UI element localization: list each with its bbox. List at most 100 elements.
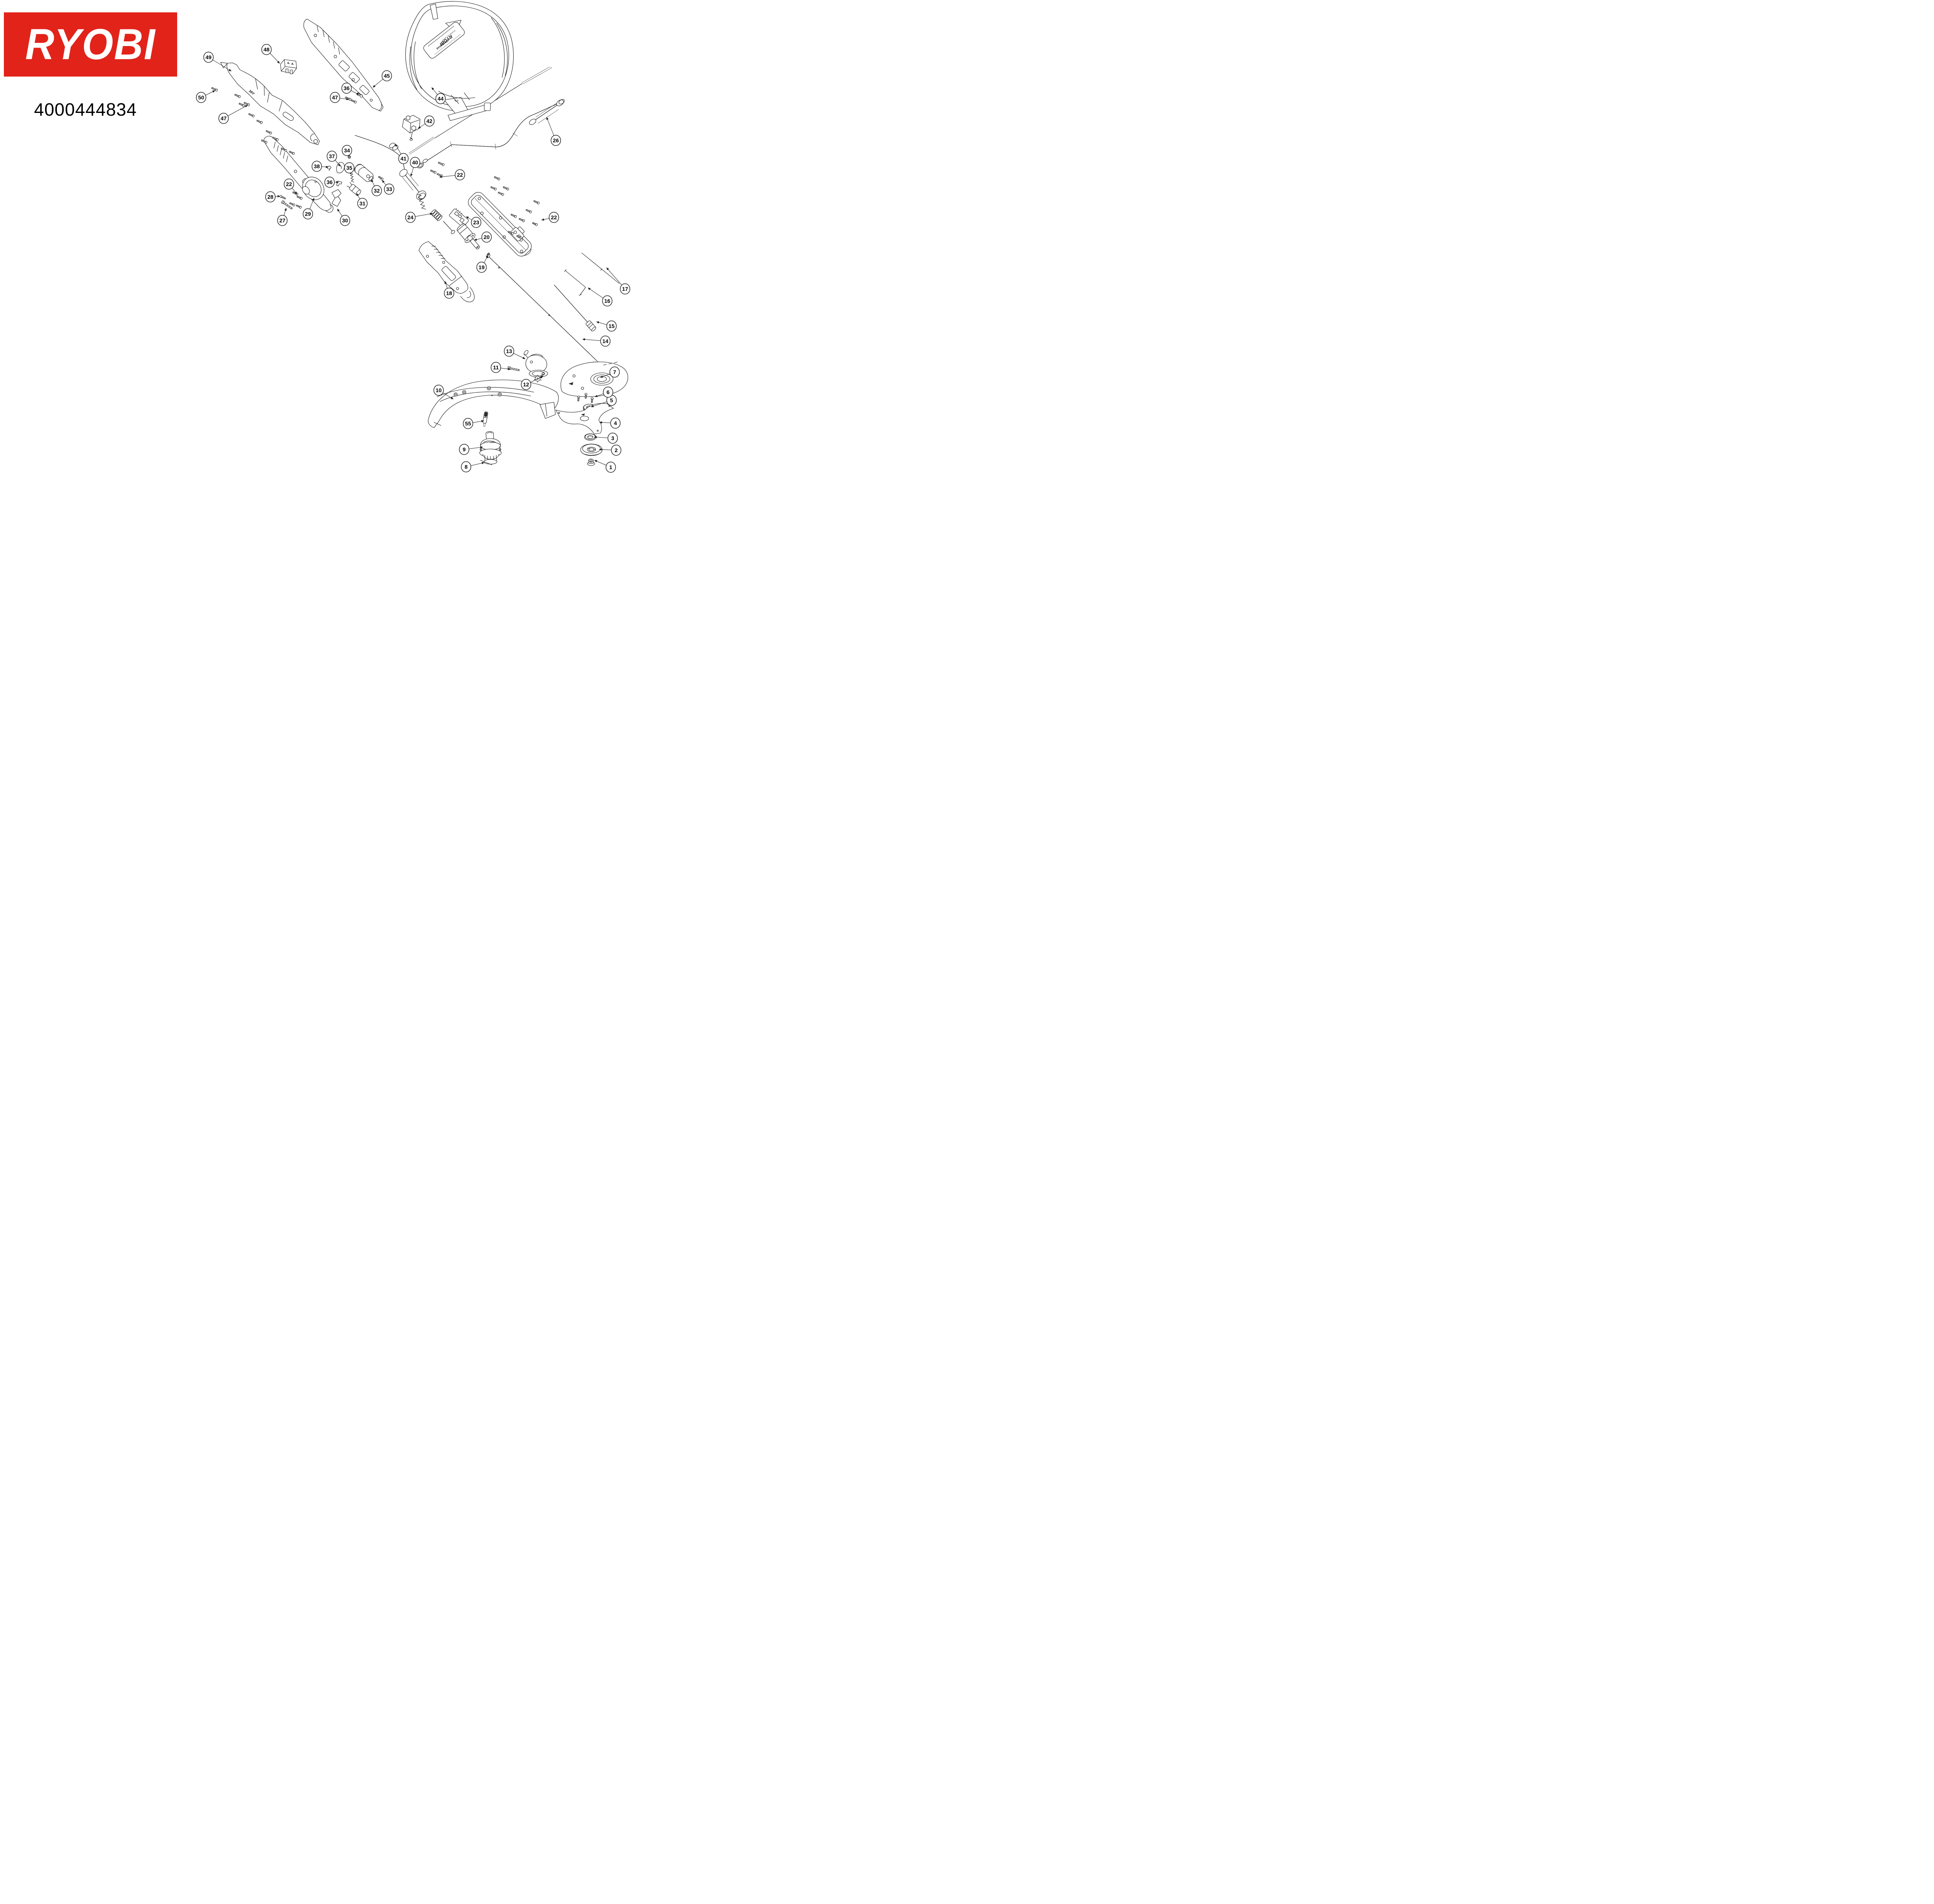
screw-icon [296, 205, 302, 209]
svg-text:22: 22 [551, 214, 557, 220]
screw-icon [490, 186, 497, 191]
screw-icon [532, 222, 538, 226]
svg-text:14: 14 [602, 338, 608, 344]
svg-text:7: 7 [613, 369, 616, 375]
balloon-27: 27 [277, 215, 288, 226]
screw-icon [533, 200, 540, 205]
balloon-50: 50 [196, 92, 207, 103]
part-marking-text: MAX [490, 441, 494, 444]
balloon-29: 29 [302, 208, 313, 220]
svg-text:23: 23 [473, 219, 479, 225]
balloon-15: 15 [606, 320, 617, 332]
svg-text:27: 27 [279, 217, 285, 224]
balloon-32: 32 [371, 185, 382, 196]
screw-icon [272, 137, 278, 141]
svg-text:48: 48 [263, 46, 270, 53]
screw-icon [297, 196, 302, 200]
balloon-49: 49 [203, 51, 214, 63]
svg-text:16: 16 [604, 298, 610, 304]
part-45-housing-half-icon [303, 19, 384, 111]
svg-text:28: 28 [267, 194, 273, 200]
balloon-22: 22 [548, 212, 559, 223]
screw-icon [437, 173, 443, 178]
part-40-shaft-grip-icon [399, 169, 426, 200]
part-9-trimmer-head-icon [479, 431, 502, 464]
svg-text:50: 50 [198, 94, 204, 101]
part-23-pcb-icon [449, 208, 469, 232]
balloon-45: 45 [381, 70, 392, 82]
svg-text:36: 36 [343, 85, 350, 91]
screw-icon [378, 176, 384, 181]
balloon-2: 2 [611, 444, 622, 456]
balloon-28: 28 [265, 191, 276, 203]
balloon-10: 10 [433, 384, 444, 396]
screw-icon [438, 162, 444, 166]
screw-icon [239, 102, 245, 107]
part-number: 4000444834 [34, 99, 137, 120]
balloon-13: 13 [504, 345, 514, 357]
balloon-36: 36 [324, 176, 335, 188]
balloon-48: 48 [261, 44, 272, 55]
screw-icon [280, 195, 286, 200]
svg-text:41: 41 [400, 155, 407, 162]
svg-text:4: 4 [614, 420, 617, 426]
balloon-3: 3 [607, 432, 618, 444]
svg-text:8: 8 [465, 464, 468, 470]
screw-icon [234, 94, 241, 98]
screw-icon [526, 209, 532, 213]
balloon-24: 24 [405, 212, 416, 223]
svg-text:31: 31 [359, 200, 366, 207]
balloon-33: 33 [384, 183, 395, 195]
svg-text:22: 22 [457, 172, 463, 178]
balloon-42: 42 [424, 115, 435, 127]
screw-icon [289, 202, 295, 207]
svg-text:18: 18 [446, 290, 452, 296]
svg-text:33: 33 [386, 186, 392, 192]
svg-text:20: 20 [483, 234, 490, 240]
svg-text:47: 47 [332, 94, 338, 101]
svg-text:2: 2 [615, 447, 618, 453]
part-16-hex-key-icon [564, 269, 586, 296]
svg-text:34: 34 [344, 147, 350, 154]
balloon-9: 9 [459, 444, 470, 455]
part-1-nut-icon [587, 459, 595, 466]
svg-text:29: 29 [305, 211, 311, 217]
screw-icon [261, 139, 267, 144]
balloon-38: 38 [311, 161, 322, 172]
balloon-31: 31 [357, 198, 368, 209]
svg-text:22: 22 [286, 181, 292, 187]
screw-icon [498, 191, 504, 196]
svg-text:45: 45 [384, 73, 390, 79]
svg-text:24: 24 [407, 214, 413, 220]
balloon-19: 19 [476, 261, 487, 273]
balloon-7: 7 [609, 366, 620, 378]
part-7-blade-guard-plate-icon [560, 362, 628, 397]
balloon-36: 36 [341, 82, 352, 94]
screw-icon [351, 99, 357, 104]
screw-icon [211, 87, 218, 92]
svg-text:47: 47 [220, 115, 227, 121]
part-20-motor-icon [456, 224, 480, 249]
balloon-47: 47 [218, 113, 229, 124]
svg-text:49: 49 [205, 54, 212, 60]
balloon-55: 55 [463, 418, 473, 429]
balloon-23: 23 [471, 217, 482, 228]
balloon-44: 44 [435, 93, 446, 104]
part-24-coupler-icon [417, 194, 455, 234]
balloon-30: 30 [340, 215, 350, 226]
brand-logo-text: RYOBI [25, 20, 156, 69]
part-36-button-icon [336, 181, 342, 186]
screw-icon [266, 130, 272, 135]
svg-text:12: 12 [523, 381, 529, 388]
parts-diagram-page: RYOBI 4000444834 [0, 0, 630, 476]
part-4-blade-icon [555, 403, 614, 434]
balloon-40: 40 [410, 157, 420, 168]
screw-icon [248, 113, 255, 118]
screw-icon [256, 120, 263, 124]
svg-text:42: 42 [426, 118, 432, 124]
screw-icon [289, 151, 295, 155]
svg-text:15: 15 [608, 323, 615, 329]
part-48-connector-icon [280, 59, 297, 74]
screw-icon [503, 186, 509, 191]
part-42-clamp-icon [402, 115, 420, 141]
